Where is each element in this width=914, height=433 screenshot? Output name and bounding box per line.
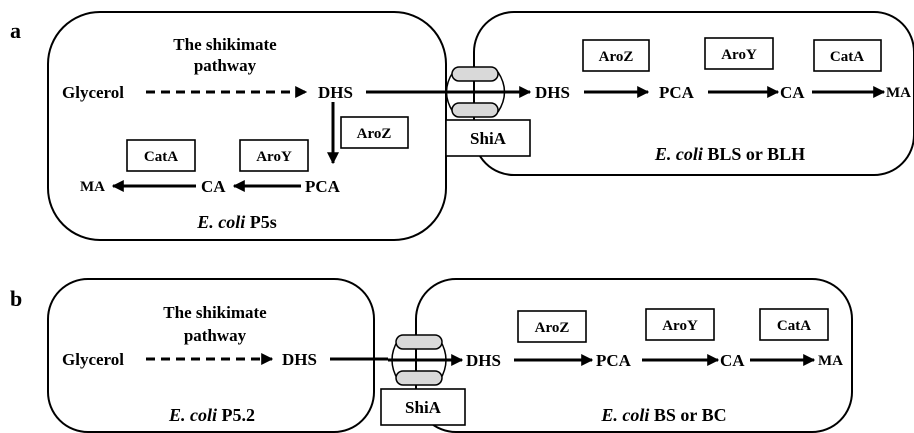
aroy-box-producer [239,139,309,172]
pca-label-converter-a: PCA [659,83,695,102]
strain-label-producer-b: E. coli P5.2 [168,405,255,425]
glycerol-label: Glycerol [62,83,124,102]
strain-name: P5.2 [217,405,255,425]
dhs-label-converter-a: DHS [535,83,570,102]
cata-label-converter-b: CatA [777,318,811,334]
aroz-box-converter-b [517,310,587,343]
aroz-box-converter-a [582,39,650,72]
cata-box-converter-a [813,39,882,72]
pca-label-converter-b: PCA [596,351,632,370]
strain-italic: E. coli [600,405,649,425]
shia-transporter-a [444,66,532,118]
pathway-label-line1: The shikimate [173,35,277,54]
aroy-label-converter-b: AroY [662,318,698,334]
strain-name: P5s [245,212,277,232]
shia-box-b [380,388,466,426]
strain-label-converter-b: E. coli BS or BC [600,405,726,425]
cata-label-producer: CatA [144,149,178,165]
ma-label-converter-b: MA [818,353,843,369]
ma-label-producer: MA [80,179,105,195]
transporter-top-cylinder [395,334,443,350]
shia-box-a [445,119,531,157]
aroz-label-producer: AroZ [357,126,392,142]
cata-label-converter-a: CatA [830,49,864,65]
cata-box-converter-b [759,308,829,341]
aroz-label-converter-b: AroZ [535,320,570,336]
pathway-label-line1-b: The shikimate [163,303,267,322]
transporter-top-cylinder [451,66,499,82]
producer-cell-b [47,278,375,433]
panel-b: b The shikimate pathway Glycerol DHS E. … [10,278,853,433]
panel-a-label: a [10,18,21,43]
ca-label-converter-b: CA [720,351,745,370]
aroy-box-converter-a [704,37,774,70]
cata-box-producer [126,139,196,172]
pca-label-producer: PCA [305,177,341,196]
dhs-label-producer-a: DHS [318,83,353,102]
strain-label-producer-a: E. coli P5s [196,212,277,232]
dhs-label-converter-b: DHS [466,351,501,370]
ma-label-converter-a: MA [886,85,911,101]
panel-b-label: b [10,286,22,311]
converter-cell-b [415,278,853,433]
pathway-label-line2-b: pathway [184,326,247,345]
dhs-label-producer-b: DHS [282,350,317,369]
transporter-bottom-cylinder [395,370,443,386]
shia-transporter-b [388,334,464,386]
aroy-box-converter-b [645,308,715,341]
strain-italic: E. coli [168,405,217,425]
strain-italic: E. coli [196,212,245,232]
panel-a: a The shikimate pathway Glycerol DHS Aro… [10,11,914,241]
strain-name: BS or BC [649,405,726,425]
glycerol-label-b: Glycerol [62,350,124,369]
strain-italic: E. coli [654,144,703,164]
transporter-bottom-cylinder [451,102,499,118]
aroy-label-producer: AroY [256,149,292,165]
aroy-label-converter-a: AroY [721,47,757,63]
strain-label-converter-a: E. coli BLS or BLH [654,144,805,164]
aroz-box-producer [340,116,409,149]
aroz-label-converter-a: AroZ [599,49,634,65]
shia-label-b: ShiA [405,398,442,417]
pathway-label-line2: pathway [194,56,257,75]
ca-label-producer: CA [201,177,226,196]
ca-label-converter-a: CA [780,83,805,102]
strain-name: BLS or BLH [703,144,805,164]
shia-label-a: ShiA [470,129,507,148]
